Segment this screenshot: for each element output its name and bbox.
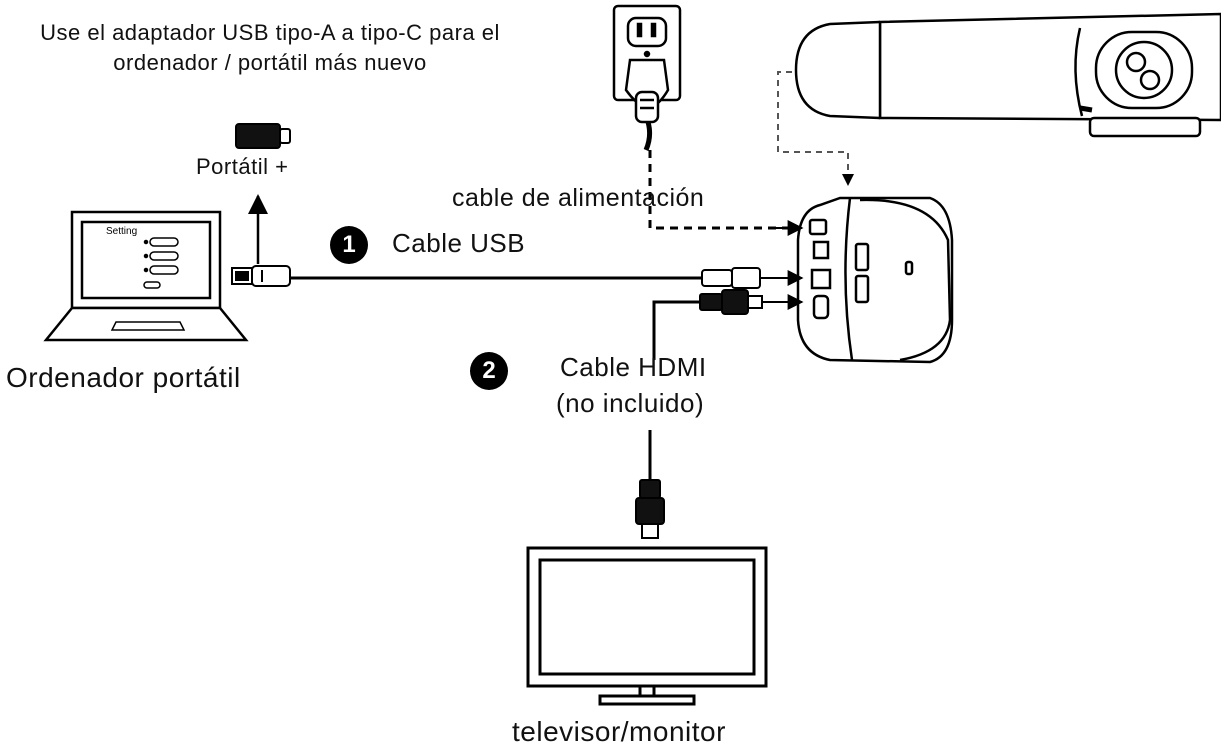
laptop-label: Ordenador portátil — [6, 362, 241, 393]
laptop-plus-label: Portátil + — [196, 154, 289, 179]
step-badge-2: 2 — [470, 352, 508, 390]
power-cable-label: cable de alimentación — [452, 184, 705, 212]
power-cord-dashed — [648, 150, 790, 230]
hdmi-cable-label: Cable HDMI — [560, 352, 707, 382]
usb-a-plug-icon — [231, 265, 291, 287]
hdmi-plug-icon — [635, 479, 665, 539]
tv-monitor-label: televisor/monitor — [512, 716, 726, 747]
hdmi-not-included-label: (no incluido) — [556, 388, 705, 418]
step-badge-1: 1 — [330, 226, 368, 264]
conference-camera-icon — [794, 12, 1221, 138]
power-cord-solid — [643, 121, 653, 151]
camera-hub-icon — [796, 196, 954, 364]
camera-link-arrowhead — [842, 174, 854, 186]
laptop-screen-heading: Setting — [106, 226, 137, 237]
hdmi-cable-upper — [652, 300, 700, 360]
hdmi-hub-plug-icon — [699, 289, 763, 315]
tv-monitor-icon — [526, 546, 768, 706]
usb-c-adapter-icon — [235, 123, 291, 149]
power-plug-icon — [624, 58, 670, 124]
laptop-icon — [43, 210, 249, 342]
usb-cable-label: Cable USB — [392, 228, 526, 258]
adapter-note: Use el adaptador USB tipo-A a tipo-C par… — [40, 20, 500, 75]
camera-link-dashed — [777, 71, 849, 172]
usb-hub-plug-icon — [701, 267, 761, 289]
